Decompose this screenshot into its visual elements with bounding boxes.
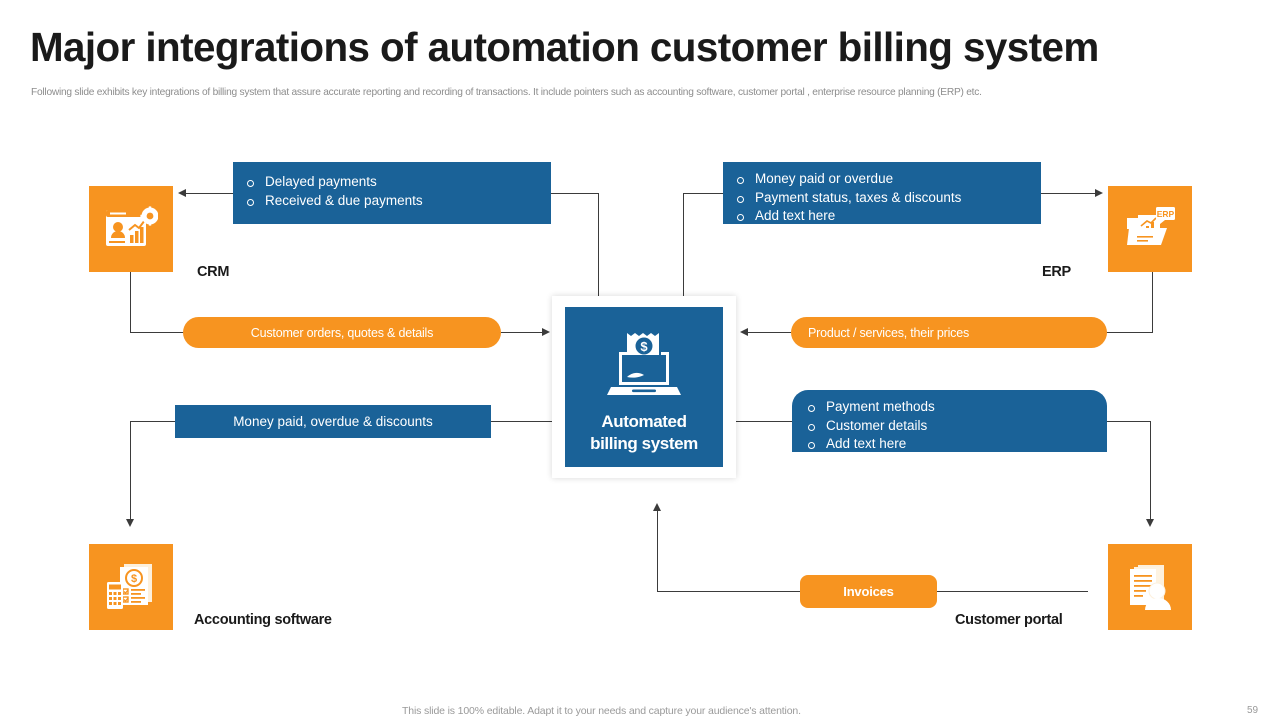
footer-note: This slide is 100% editable. Adapt it to… [402, 705, 801, 717]
accounting-label: Accounting software [194, 612, 332, 628]
hub-title-line2: billing system [590, 434, 698, 453]
connector-erp-to-pill [1106, 332, 1153, 334]
connector-invoices-to-portal [936, 591, 1088, 593]
list-item: Customer details [804, 417, 1107, 436]
connector-crmbox-right [551, 193, 599, 195]
erp-label: ERP [1042, 264, 1071, 280]
page-title: Major integrations of automation custome… [30, 24, 1099, 70]
connector-erpbox-left [683, 193, 724, 195]
connector-crm-to-pill [130, 332, 185, 334]
svg-text:ERP: ERP [1157, 209, 1175, 219]
connector-accounting-down [130, 421, 132, 521]
crm-dashboard-gear-icon [104, 204, 158, 254]
page-number: 59 [1247, 705, 1259, 716]
crm-icon-tile[interactable] [89, 186, 173, 272]
hub-inner-panel: $ [565, 307, 723, 467]
laptop-invoice-dollar-icon: $ [601, 325, 687, 401]
connector-hub-to-accountingbar [491, 421, 552, 423]
connector-portal-down [1150, 421, 1152, 521]
arrowhead-to-accounting-icon [126, 519, 134, 527]
automated-billing-hub[interactable]: $ [552, 296, 736, 478]
list-item: Delayed payments [243, 173, 551, 192]
connector-crm-down [130, 271, 132, 333]
accounting-detail-bar: Money paid, overdue & discounts [175, 405, 491, 438]
arrowhead-invoices-to-hub [653, 503, 661, 511]
list-item: Payment status, taxes & discounts [733, 189, 1041, 208]
connector-invoices-left [657, 591, 800, 593]
arrowhead-erppill-to-hub [740, 328, 748, 336]
connector-crmbox-to-crm [186, 193, 234, 195]
arrowhead-crmpill-to-hub [542, 328, 550, 336]
erp-icon-tile[interactable]: ERP [1108, 186, 1192, 272]
hub-title: Automated billing system [590, 411, 698, 455]
erp-pill[interactable]: Product / services, their prices [791, 317, 1107, 348]
portal-label: Customer portal [955, 612, 1063, 628]
crm-label: CRM [197, 264, 230, 280]
connector-hub-to-portalbox [736, 421, 792, 423]
hub-title-line1: Automated [601, 412, 687, 431]
portal-icon-tile[interactable] [1108, 544, 1192, 630]
erp-detail-list: Money paid or overdue Payment status, ta… [733, 170, 1041, 226]
calculator-invoice-icon: $ [104, 561, 158, 613]
connector-invoices-up-to-hub [657, 510, 659, 592]
arrowhead-to-erp-icon [1095, 189, 1103, 197]
accounting-icon-tile[interactable]: $ [89, 544, 173, 630]
connector-crmpill-to-hub [501, 332, 544, 334]
crm-pill[interactable]: Customer orders, quotes & details [183, 317, 501, 348]
crm-detail-box: Delayed payments Received & due payments [233, 162, 551, 224]
svg-text:$: $ [131, 573, 137, 585]
page-subtitle: Following slide exhibits key integration… [31, 86, 982, 98]
portal-detail-box: Payment methods Customer details Add tex… [792, 390, 1107, 452]
arrowhead-to-portal-icon [1146, 519, 1154, 527]
portal-detail-list: Payment methods Customer details Add tex… [804, 398, 1107, 454]
svg-text:$: $ [640, 339, 648, 354]
connector-portalbox-right [1107, 421, 1151, 423]
connector-accountingbar-left [130, 421, 175, 423]
erp-folder-chart-icon: ERP [1123, 204, 1177, 254]
crm-detail-list: Delayed payments Received & due payments [243, 173, 551, 210]
connector-erpbox-down-to-hub [683, 193, 685, 297]
connector-erppill-to-hub [745, 332, 791, 334]
list-item: Money paid or overdue [733, 170, 1041, 189]
connector-erp-down [1152, 271, 1154, 333]
list-item: Payment methods [804, 398, 1107, 417]
connector-erpbox-to-erp [1041, 193, 1096, 195]
list-item: Add text here [733, 207, 1041, 226]
document-person-icon [1124, 561, 1176, 613]
list-item: Received & due payments [243, 192, 551, 211]
arrowhead-to-crm-icon [178, 189, 186, 197]
connector-crmbox-down-to-hub [598, 193, 600, 297]
list-item: Add text here [804, 435, 1107, 454]
erp-detail-box: Money paid or overdue Payment status, ta… [723, 162, 1041, 224]
invoices-pill[interactable]: Invoices [800, 575, 937, 608]
